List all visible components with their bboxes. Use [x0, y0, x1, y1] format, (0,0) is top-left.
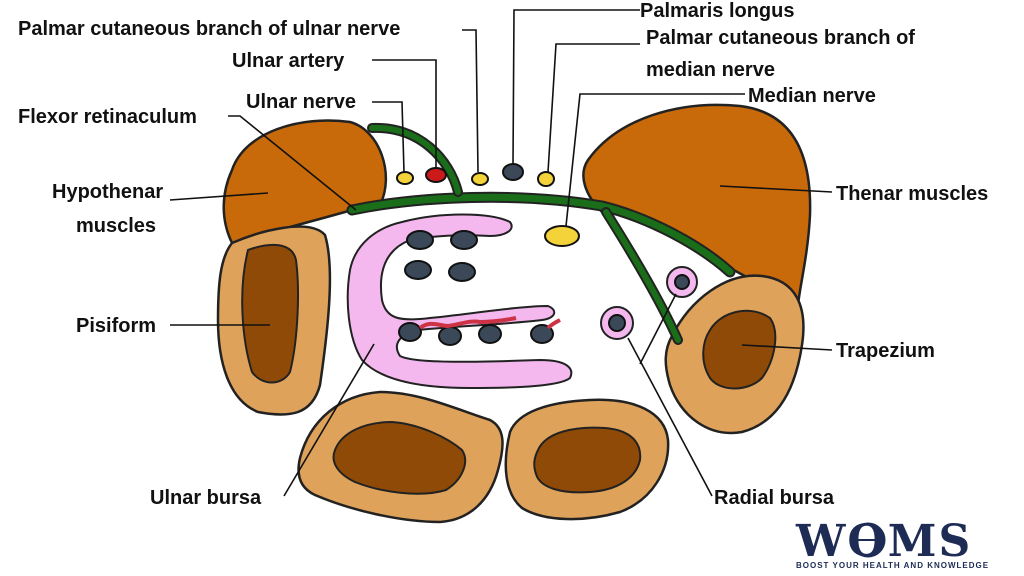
- tendon: [478, 324, 502, 344]
- label-radial-bursa: Radial bursa: [714, 487, 835, 509]
- ulnar-bursa-shape: [346, 213, 573, 390]
- palmar-cutaneous-ulnar-dot: [471, 172, 489, 186]
- label-palmar-cutaneous-ulnar: Palmar cutaneous branch of ulnar nerve: [18, 18, 400, 40]
- trapezium-bone-inner: [702, 309, 777, 390]
- ulnar-artery-dot: [425, 167, 447, 183]
- flexor-retinaculum-band-fill: [348, 193, 734, 276]
- label-flexor-retinaculum: Flexor retinaculum: [18, 106, 197, 128]
- label-palmaris-longus: Palmaris longus: [640, 0, 795, 22]
- label-palmar-cutaneous-median-2: median nerve: [646, 59, 775, 81]
- leader-thenar: [719, 185, 833, 193]
- guyon-canal-roof-fill: [369, 124, 461, 195]
- lower-right-carpal-inner: [533, 426, 642, 494]
- label-hypothenar-2: muscles: [76, 215, 156, 237]
- leader-ulnar-nerve: [372, 101, 405, 173]
- leader-radial-bursa-1: [627, 337, 713, 497]
- tendon: [438, 326, 462, 346]
- lumbrical-strand: [546, 318, 561, 330]
- leader-radial-bursa-2: [639, 293, 677, 365]
- label-ulnar-artery: Ulnar artery: [232, 50, 345, 72]
- label-hypothenar-1: Hypothenar: [52, 181, 163, 203]
- label-trapezium: Trapezium: [836, 340, 935, 362]
- lumbrical-strand: [418, 316, 517, 330]
- leader-palmaris-longus: [512, 9, 640, 165]
- hypothenar-muscle-shape: [222, 119, 388, 245]
- label-pisiform: Pisiform: [76, 315, 156, 337]
- leader-trapezium: [741, 344, 833, 351]
- lower-left-carpal-inner: [332, 420, 467, 495]
- tendon: [530, 324, 554, 344]
- leader-flexor-retinaculum: [228, 115, 357, 211]
- label-ulnar-nerve: Ulnar nerve: [246, 91, 356, 113]
- tendon: [448, 262, 476, 282]
- ulnar-nerve-dot: [396, 171, 414, 185]
- tendon: [608, 314, 626, 332]
- tendon: [406, 230, 434, 250]
- leader-palmar-cutaneous-median: [547, 43, 640, 173]
- label-palmar-cutaneous-median-1: Palmar cutaneous branch of: [646, 27, 915, 49]
- pisiform-bone-inner: [241, 243, 299, 384]
- leader-ulnar-bursa: [283, 343, 375, 497]
- leader-palmar-cutaneous-ulnar: [462, 29, 479, 173]
- median-nerve-dot: [544, 225, 580, 247]
- tendon: [404, 260, 432, 280]
- logo-tagline: BOOST YOUR HEALTH AND KNOWLEDGE: [796, 561, 989, 570]
- tendon: [674, 274, 690, 290]
- tendon: [450, 230, 478, 250]
- palmaris-longus-dot: [502, 163, 524, 181]
- palmar-cutaneous-median-dot: [537, 171, 555, 187]
- label-median-nerve: Median nerve: [748, 85, 876, 107]
- leader-median-nerve: [565, 93, 745, 227]
- woms-logo: WOMS BOOST YOUR HEALTH AND KNOWLEDGE: [794, 516, 999, 570]
- tendon: [398, 322, 422, 342]
- leader-hypothenar: [169, 192, 269, 201]
- retinaculum-deep-slip-fill: [603, 209, 681, 343]
- leader-ulnar-artery: [372, 59, 437, 168]
- label-thenar-muscles: Thenar muscles: [836, 183, 988, 205]
- label-ulnar-bursa: Ulnar bursa: [150, 487, 262, 509]
